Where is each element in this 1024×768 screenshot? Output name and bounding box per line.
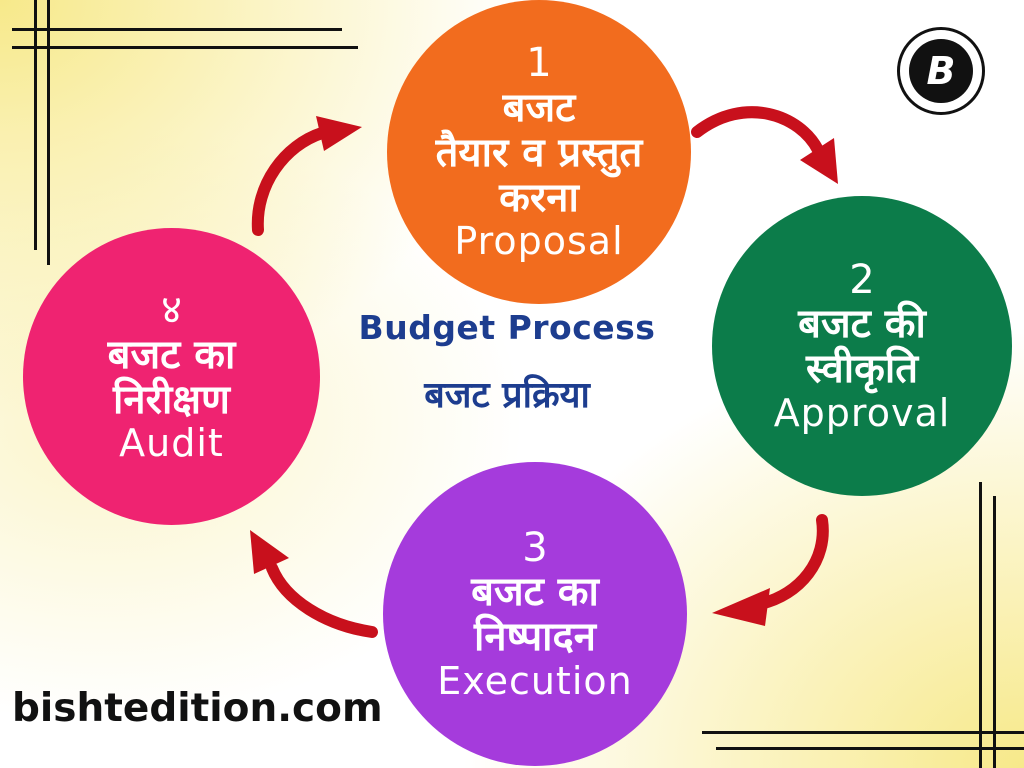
logo-letter: B [909,39,973,103]
arrow-4-to-1 [251,116,362,236]
frame-line-right-1 [979,482,982,768]
frame-line-top-2 [12,46,358,49]
step-4-circle: ४ बजट का निरीक्षण Audit [23,228,320,525]
step-1-hindi-line-3: करना [499,174,579,221]
step-3-number: 3 [522,524,548,571]
arrow-3-to-4 [250,530,378,638]
title-english: Budget Process [358,308,656,347]
step-3-hindi-line-1: बजट का [471,569,599,616]
step-1-english: Proposal [454,219,624,264]
frame-line-bottom-2 [716,747,1024,750]
brand-logo: B [897,27,985,115]
step-2-number: 2 [849,256,875,303]
step-2-hindi-line-2: स्वीकृति [805,346,919,393]
step-4-hindi-line-2: निरीक्षण [113,376,230,423]
arrow-1-to-2 [691,106,838,184]
step-4-number: ४ [161,287,182,334]
step-1-hindi-line-2: तैयार व प्रस्तुत [435,129,643,176]
title-hindi: बजट प्रक्रिया [424,375,590,416]
site-url: bishtedition.com [12,686,383,731]
step-2-hindi-line-1: बजट की [798,301,926,348]
step-1-hindi-line-1: बजट [502,84,576,131]
frame-line-bottom-1 [702,731,1024,734]
step-1-number: 1 [526,40,552,87]
frame-line-left-1 [34,0,37,250]
frame-line-top-1 [12,28,342,31]
center-title: Budget Process बजट प्रक्रिया [322,308,692,418]
frame-line-right-2 [993,496,996,768]
step-2-english: Approval [773,390,951,435]
step-4-hindi-line-1: बजट का [107,331,236,378]
step-3-circle: 3 बजट का निष्पादन Execution [383,462,687,766]
step-2-circle: 2 बजट की स्वीकृति Approval [712,196,1012,496]
arrow-2-to-3 [712,514,829,626]
step-4-english: Audit [119,421,224,466]
step-1-circle: 1 बजट तैयार व प्रस्तुत करना Proposal [387,0,691,304]
step-3-hindi-line-2: निष्पादन [474,614,596,661]
step-3-english: Execution [437,658,633,703]
frame-line-left-2 [47,0,50,265]
